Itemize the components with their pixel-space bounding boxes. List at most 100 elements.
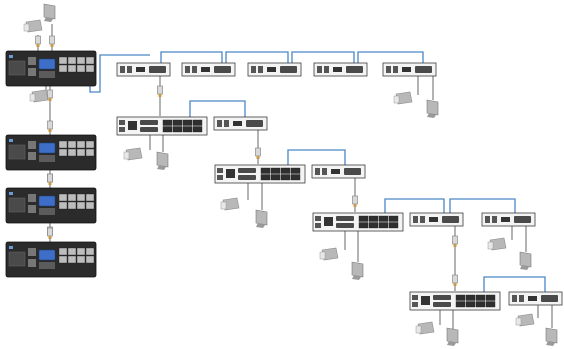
vga-port bbox=[344, 168, 361, 175]
port bbox=[368, 215, 379, 222]
port bbox=[58, 247, 68, 256]
cable-plug bbox=[47, 173, 53, 185]
vga-port bbox=[336, 216, 354, 221]
port bbox=[85, 56, 95, 65]
ps2-port bbox=[217, 120, 222, 127]
port bbox=[485, 301, 496, 308]
keyboard-icon bbox=[393, 91, 413, 105]
power-jack bbox=[201, 67, 210, 72]
usb-port bbox=[224, 120, 229, 127]
vga-port bbox=[140, 120, 158, 125]
port bbox=[270, 174, 281, 181]
port bbox=[76, 56, 86, 65]
power-module bbox=[8, 251, 26, 267]
cable-plug bbox=[157, 85, 163, 97]
port bbox=[162, 126, 173, 133]
port bbox=[58, 148, 68, 157]
server-module bbox=[213, 116, 268, 131]
port bbox=[58, 140, 68, 149]
ps2-port bbox=[217, 168, 223, 173]
port bbox=[67, 140, 77, 149]
vga-port bbox=[38, 142, 56, 154]
usb-port bbox=[28, 259, 36, 267]
port bbox=[85, 64, 95, 73]
cat5-cable bbox=[449, 198, 516, 213]
port bbox=[172, 126, 183, 133]
cables bbox=[35, 24, 553, 330]
cat5-cable bbox=[160, 51, 223, 63]
ps2-port bbox=[28, 57, 36, 65]
master-kvm-switch bbox=[5, 50, 97, 87]
monitor-icon bbox=[43, 3, 56, 22]
keyboard-icon bbox=[415, 321, 435, 335]
port bbox=[85, 148, 95, 157]
port bbox=[280, 167, 291, 174]
cat5-cable bbox=[291, 51, 355, 63]
port bbox=[58, 56, 68, 65]
power-jack bbox=[501, 217, 510, 222]
usb-port bbox=[192, 66, 197, 73]
usb-port bbox=[28, 152, 36, 160]
port bbox=[290, 167, 301, 174]
ps2-port bbox=[28, 248, 36, 256]
stacked-kvm-switch bbox=[5, 241, 97, 278]
keyboard-icon bbox=[123, 147, 143, 161]
port bbox=[475, 294, 486, 301]
port bbox=[58, 201, 68, 210]
ps2-port bbox=[512, 295, 517, 302]
power-jack bbox=[136, 67, 145, 72]
stacked-kvm-switch bbox=[5, 134, 97, 171]
cat5-cable bbox=[483, 276, 546, 292]
port bbox=[58, 64, 68, 73]
server-module bbox=[508, 291, 563, 306]
server-module bbox=[481, 212, 536, 227]
usb-port bbox=[127, 66, 132, 73]
power-module bbox=[8, 197, 26, 213]
vga-port bbox=[514, 216, 531, 223]
ps2-port bbox=[412, 295, 418, 300]
server-module bbox=[116, 62, 171, 77]
serial-port bbox=[336, 223, 354, 228]
power-jack bbox=[421, 296, 430, 305]
power-module bbox=[8, 144, 26, 160]
monitor-icon bbox=[426, 99, 439, 118]
serial-port bbox=[39, 71, 55, 78]
stacked-kvm-switch bbox=[5, 187, 97, 224]
usb-port bbox=[28, 205, 36, 213]
ps2-port bbox=[315, 216, 321, 221]
port bbox=[76, 140, 86, 149]
cable-plug bbox=[47, 89, 53, 101]
vga-port bbox=[38, 58, 56, 70]
cable-plug bbox=[47, 120, 53, 132]
keyboard-icon bbox=[29, 89, 49, 103]
ps2-port bbox=[413, 216, 418, 223]
usb-port bbox=[492, 216, 497, 223]
power-jack bbox=[324, 217, 333, 226]
cascade-kvm-switch bbox=[312, 212, 404, 232]
port bbox=[76, 193, 86, 202]
port bbox=[182, 126, 193, 133]
vga-port bbox=[541, 295, 558, 302]
power-jack bbox=[333, 67, 342, 72]
keyboard-icon bbox=[220, 197, 240, 211]
usb-port bbox=[420, 216, 425, 223]
port bbox=[260, 174, 271, 181]
vga-port bbox=[433, 295, 451, 300]
port bbox=[67, 193, 77, 202]
vga-port bbox=[246, 120, 263, 127]
port bbox=[172, 119, 183, 126]
server-module bbox=[409, 212, 464, 227]
monitor-icon bbox=[255, 209, 268, 228]
usb-port bbox=[258, 66, 263, 73]
keyboard-icon bbox=[23, 19, 43, 33]
serial-port bbox=[238, 175, 256, 180]
serial-port bbox=[433, 302, 451, 307]
port bbox=[455, 301, 466, 308]
monitor-icon bbox=[446, 327, 459, 346]
port bbox=[182, 119, 193, 126]
vga-port bbox=[38, 249, 56, 261]
cable-plug bbox=[352, 195, 358, 207]
cat5-cable bbox=[357, 51, 424, 63]
cat5-cable bbox=[225, 51, 289, 63]
usb-port bbox=[28, 68, 36, 76]
